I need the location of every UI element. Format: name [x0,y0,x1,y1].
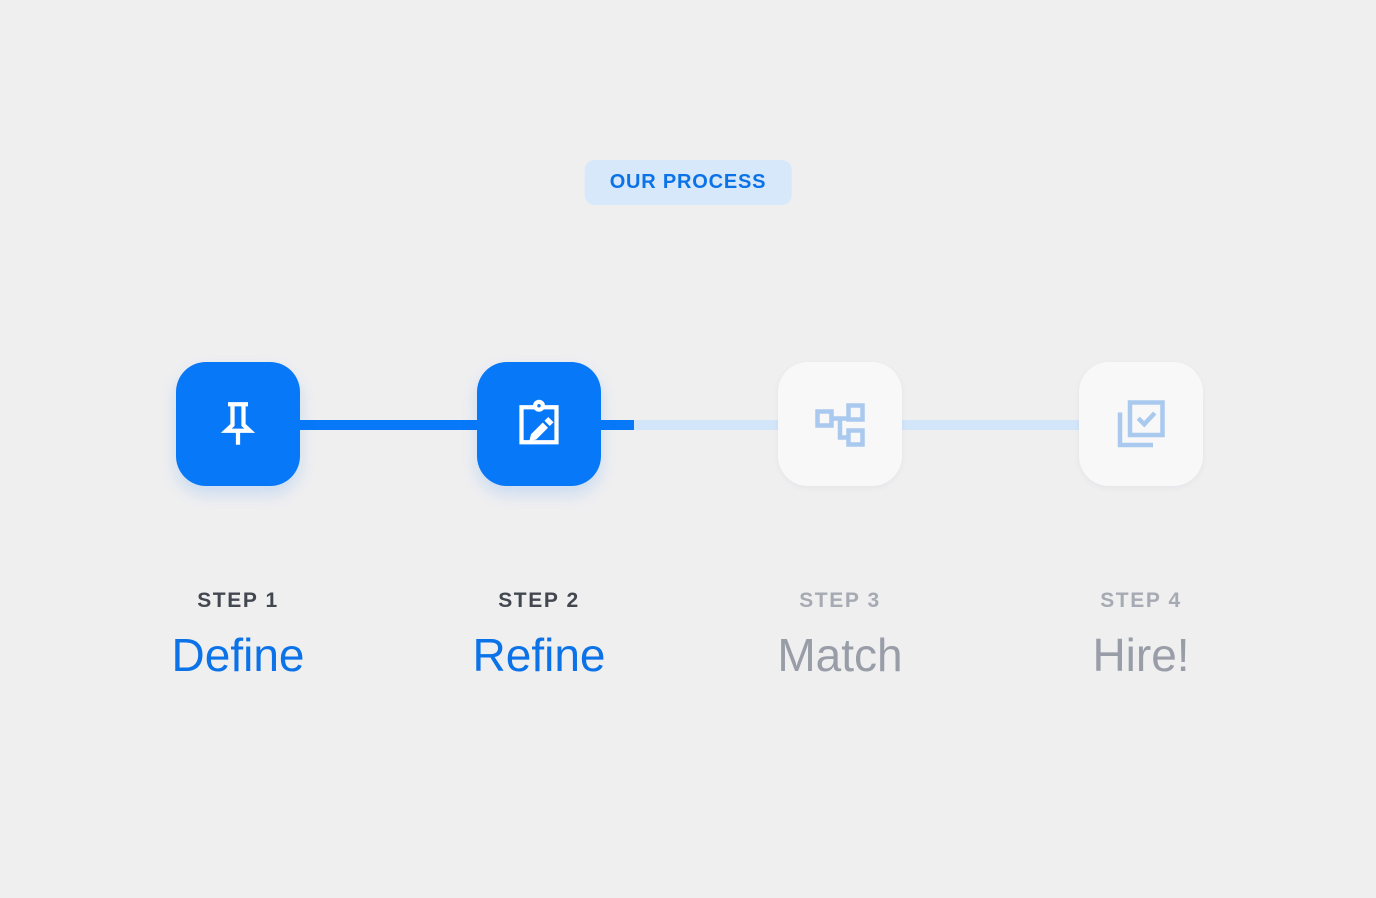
org-chart-icon [815,403,865,447]
pin-icon [220,402,256,445]
step-3-title: Match [777,629,903,681]
step-4-card [1079,362,1203,486]
connector-step1-step2 [300,420,477,430]
clipboard-edit-icon [519,399,559,445]
checkbox-stack-icon [1117,400,1165,448]
connector-step2-step3 [601,420,778,430]
step-1-title: Define [171,629,305,681]
step-2-card [477,362,601,486]
step-4-eyebrow: STEP 4 [1100,589,1182,612]
connector-step3-step4 [902,420,1079,430]
step-4-title: Hire! [1092,629,1190,681]
step-3-card [778,362,902,486]
step-1-card [176,362,300,486]
step-2-eyebrow: STEP 2 [498,589,580,612]
step-1-eyebrow: STEP 1 [197,589,279,612]
step-2-title: Refine [472,629,606,681]
section-badge: OUR PROCESS [584,160,792,205]
step-3-eyebrow: STEP 3 [799,589,881,612]
